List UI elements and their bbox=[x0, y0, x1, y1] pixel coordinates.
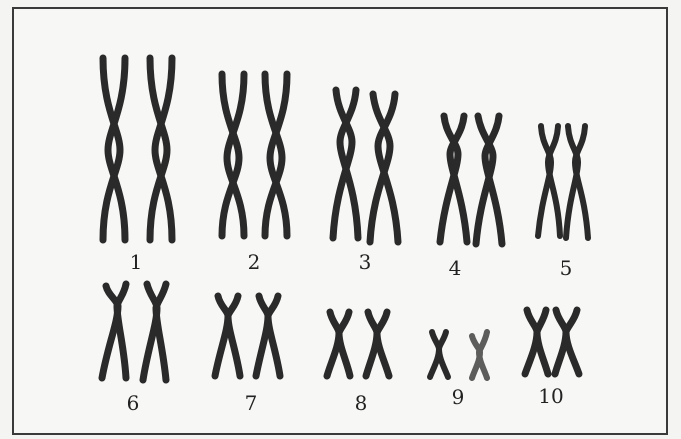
chromosome-1b bbox=[150, 58, 172, 240]
pair-label-5: 5 bbox=[560, 258, 573, 278]
pair-label-4: 4 bbox=[449, 258, 462, 278]
chromosome-2b bbox=[265, 74, 287, 236]
chromosome-3a bbox=[333, 90, 358, 238]
chromosome-10a bbox=[525, 310, 548, 374]
chromosome-pair-5 bbox=[538, 126, 588, 238]
chromosome-5a bbox=[538, 126, 560, 236]
pair-label-2: 2 bbox=[248, 252, 261, 272]
chromosome-8a bbox=[327, 312, 350, 376]
pair-label-9: 9 bbox=[452, 387, 465, 407]
chromosome-8b bbox=[366, 312, 389, 376]
chromosome-6b bbox=[143, 284, 166, 380]
chromosome-pair-2 bbox=[222, 74, 287, 236]
chromosome-pair-4 bbox=[440, 116, 502, 244]
chromosome-7a bbox=[215, 296, 240, 376]
chromosome-pair-10 bbox=[525, 310, 579, 374]
chromosome-6a bbox=[102, 284, 126, 378]
chromosome-pair-9 bbox=[430, 332, 487, 378]
chromosome-9a bbox=[430, 332, 448, 377]
chromosome-pair-1 bbox=[103, 58, 172, 240]
chromosome-3b bbox=[370, 94, 398, 242]
pair-label-1: 1 bbox=[130, 252, 143, 272]
chromosome-5b bbox=[566, 126, 588, 238]
chromosome-pair-8 bbox=[327, 312, 389, 376]
chromosome-10b bbox=[555, 310, 579, 374]
pair-label-3: 3 bbox=[359, 252, 372, 272]
chromosome-pair-3 bbox=[333, 90, 398, 242]
chromosome-pair-7 bbox=[215, 296, 280, 376]
chromosome-4a bbox=[440, 116, 467, 242]
pair-label-7: 7 bbox=[245, 393, 258, 413]
chromosome-1a bbox=[103, 58, 125, 240]
chromosome-pair-6 bbox=[102, 284, 166, 380]
chromosome-2a bbox=[222, 74, 244, 236]
pair-label-10: 10 bbox=[538, 386, 563, 406]
pair-label-6: 6 bbox=[127, 393, 140, 413]
chromosome-9b bbox=[472, 332, 487, 378]
chromosome-4b bbox=[476, 116, 502, 244]
chromosome-7b bbox=[256, 296, 280, 376]
pair-label-8: 8 bbox=[355, 393, 368, 413]
